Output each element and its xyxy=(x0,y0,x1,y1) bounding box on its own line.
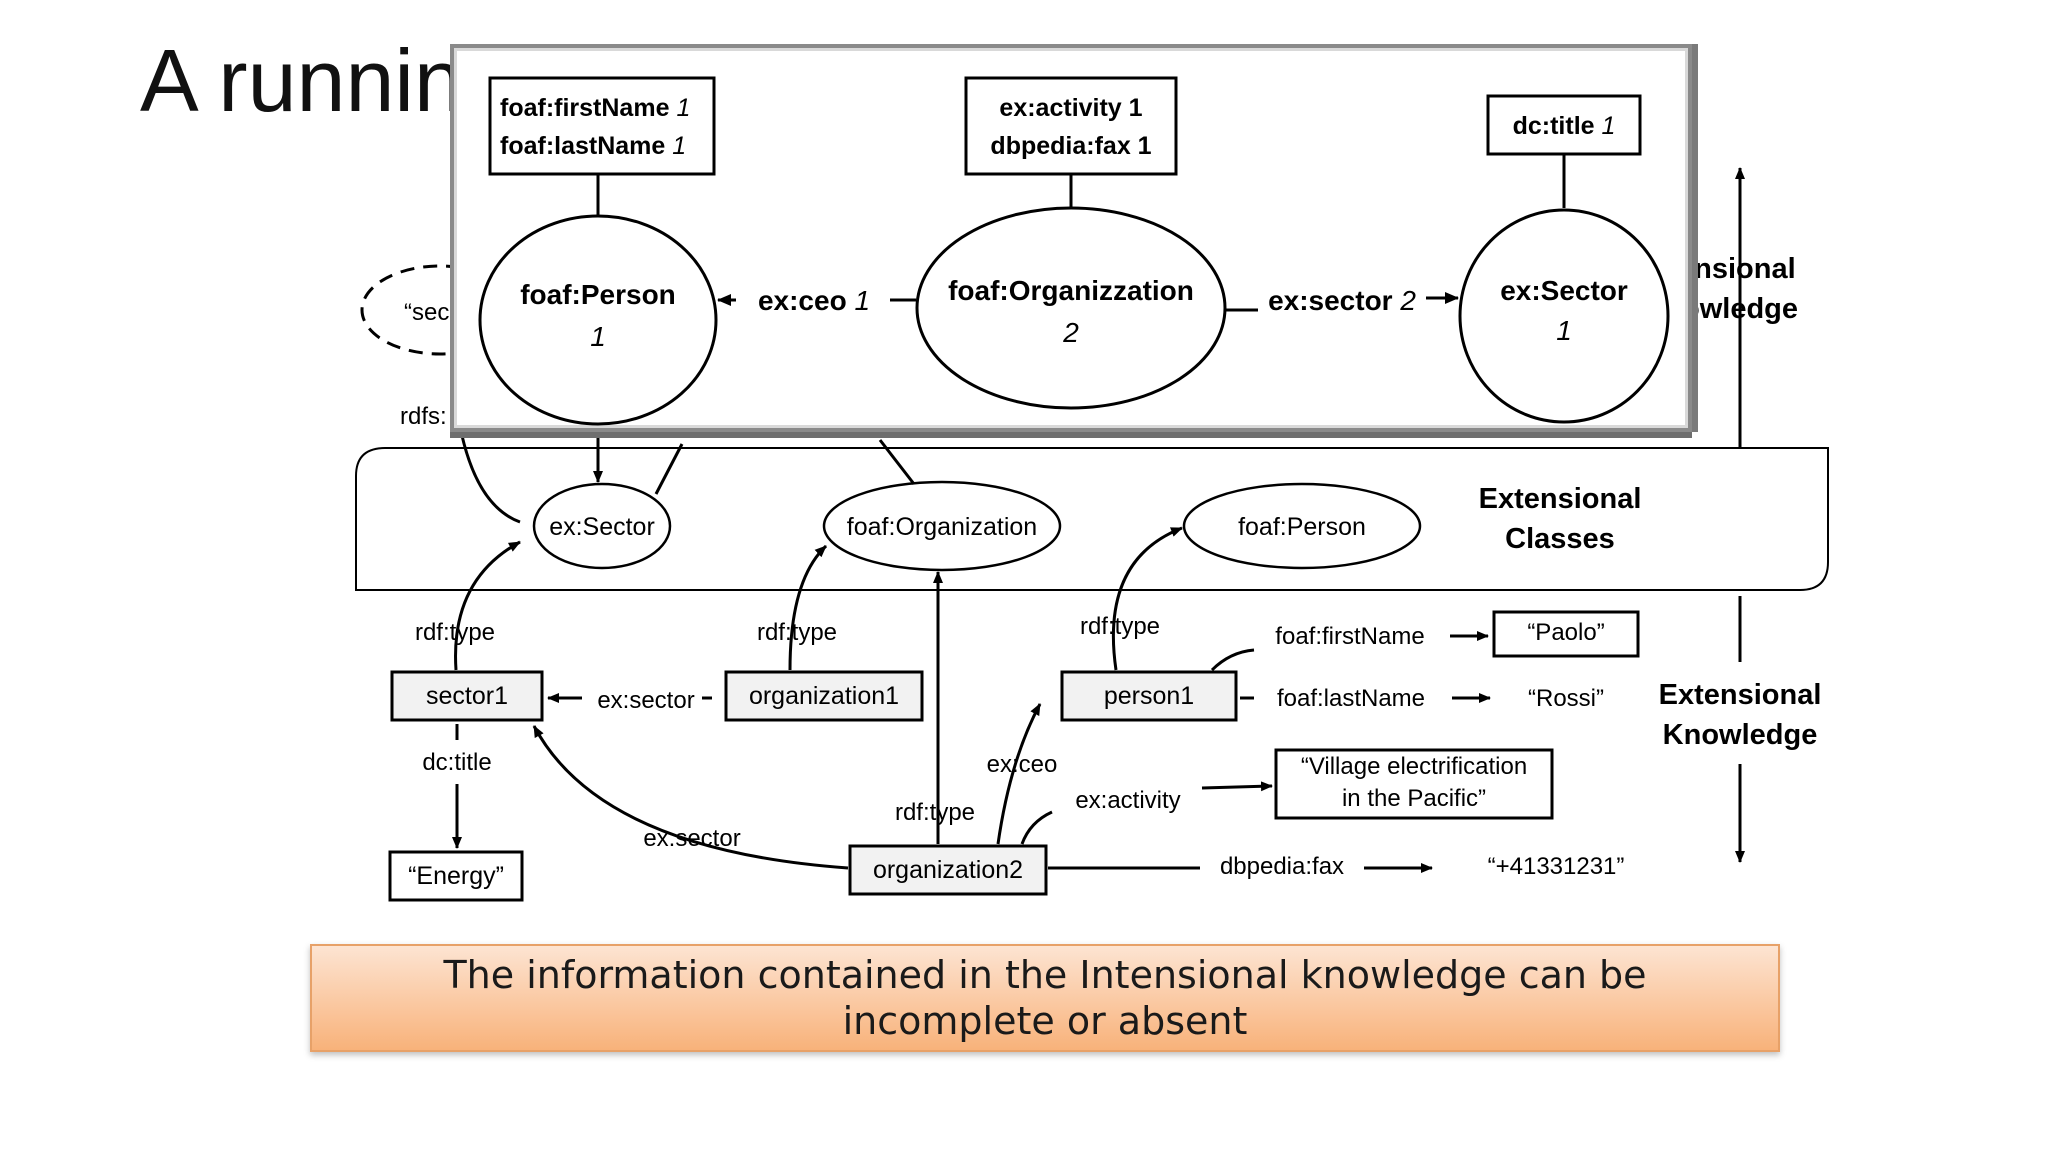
edge-ex-ceo-label: ex:ceo xyxy=(987,751,1058,778)
person-class-label: foaf:Person xyxy=(520,279,676,310)
literal-rossi-label: “Rossi” xyxy=(1528,685,1604,712)
sector-attributes-box xyxy=(1486,94,1642,156)
edge-firstname xyxy=(1210,648,1255,672)
class-organization-ellipse xyxy=(822,480,1062,572)
edge-org1-type xyxy=(788,544,828,671)
organization-attributes-box xyxy=(964,76,1178,176)
extensional-knowledge-heading-1: Extensional xyxy=(1659,679,1822,711)
org-attr-activity: ex:activity 1 xyxy=(999,94,1142,122)
sector-attr-title: dc:title 1 xyxy=(1513,112,1616,140)
person-attr-lastname: foaf:lastName 1 xyxy=(500,132,686,160)
edge-lastname-label: foaf:lastName xyxy=(1277,685,1425,712)
literal-village-box xyxy=(1274,748,1554,820)
instance-organization2-label: organization2 xyxy=(873,856,1023,884)
organization-class-label: foaf:Organizzation xyxy=(948,275,1194,306)
edge-org2-sector xyxy=(532,725,849,870)
sector-class-node xyxy=(1458,208,1670,424)
edge-org1-sector-label: ex:sector xyxy=(597,687,694,714)
sector-edge-label: ex:sector 2 xyxy=(1268,285,1416,316)
organization-class-node xyxy=(915,206,1227,410)
instance-sector1-label: sector1 xyxy=(426,682,508,710)
person-class-node xyxy=(478,214,718,426)
class-person-label: foaf:Person xyxy=(1238,513,1366,541)
literal-paolo-label: “Paolo” xyxy=(1527,619,1604,646)
literal-energy-label: “Energy” xyxy=(408,862,504,890)
org-type-line xyxy=(878,439,916,485)
class-sector-label: ex:Sector xyxy=(549,513,655,541)
class-sector-ellipse xyxy=(532,482,672,570)
ceo-edge-label: ex:ceo 1 xyxy=(758,285,870,316)
instance-person1-label: person1 xyxy=(1104,682,1194,710)
literal-village-line1: “Village electrification xyxy=(1301,753,1527,780)
sector-class-label: ex:Sector xyxy=(1500,275,1628,306)
instance-organization2-box xyxy=(848,844,1048,896)
literal-fax-label: “+41331231” xyxy=(1488,853,1625,880)
slide-title: A runnin xyxy=(140,31,463,130)
class-organization-label: foaf:Organization xyxy=(847,513,1037,541)
sector-type-line-b xyxy=(654,443,684,495)
organization-class-count: 2 xyxy=(1062,317,1079,348)
person-attributes-box xyxy=(488,76,716,176)
literal-paolo-box xyxy=(1492,610,1640,658)
edge-org2-sector-label: ex:sector xyxy=(643,825,740,852)
rdfs-prefix-label: rdfs: xyxy=(400,403,447,430)
extensional-classes-heading-1: Extensional xyxy=(1479,483,1642,515)
edge-ex-ceo xyxy=(996,703,1042,845)
instance-sector1-box xyxy=(390,670,544,722)
literal-village-line2: in the Pacific” xyxy=(1342,785,1486,812)
edge-org2-type-label: rdf:type xyxy=(895,799,975,826)
intensional-heading-cut: ensional xyxy=(1678,253,1796,285)
extensional-classes-heading-2: Classes xyxy=(1505,523,1615,555)
person-attr-firstname: foaf:firstName 1 xyxy=(500,94,690,122)
intensional-diagram: foaf:firstName 1 foaf:lastName 1 ex:acti… xyxy=(478,76,1670,426)
extensional-knowledge-heading-2: Knowledge xyxy=(1663,719,1818,751)
edge-person1-type-label: rdf:type xyxy=(1080,613,1160,640)
edge-ex-activity xyxy=(1020,810,1053,845)
edge-dbpedia-fax-label: dbpedia:fax xyxy=(1220,853,1344,880)
sector-class-count: 1 xyxy=(1556,315,1572,346)
instance-organization1-box xyxy=(724,670,924,722)
extensional-classes-container xyxy=(355,447,1829,591)
edge-firstname-label: foaf:firstName xyxy=(1275,623,1424,650)
literal-energy-box xyxy=(388,850,524,902)
edge-dc-title-label: dc:title xyxy=(422,749,491,776)
org-attr-fax: dbpedia:fax 1 xyxy=(990,132,1151,160)
instance-person1-box xyxy=(1060,670,1238,722)
edge-ex-activity-label: ex:activity xyxy=(1075,787,1180,814)
instance-organization1-label: organization1 xyxy=(749,682,899,710)
callout-note: The information contained in the Intensi… xyxy=(310,944,1780,1052)
edge-sector1-type xyxy=(454,540,521,671)
intensional-knowledge-panel: foaf:firstName 1 foaf:lastName 1 ex:acti… xyxy=(450,44,1692,432)
person-class-count: 1 xyxy=(590,321,606,352)
edge-sector1-type-label: rdf:type xyxy=(415,619,495,646)
sec-literal-label: “sec xyxy=(404,299,449,326)
edge-person1-type xyxy=(1111,526,1183,671)
edge-org1-type-label: rdf:type xyxy=(757,619,837,646)
edge-ex-activity-b xyxy=(1201,781,1273,792)
class-person-ellipse xyxy=(1182,482,1422,570)
